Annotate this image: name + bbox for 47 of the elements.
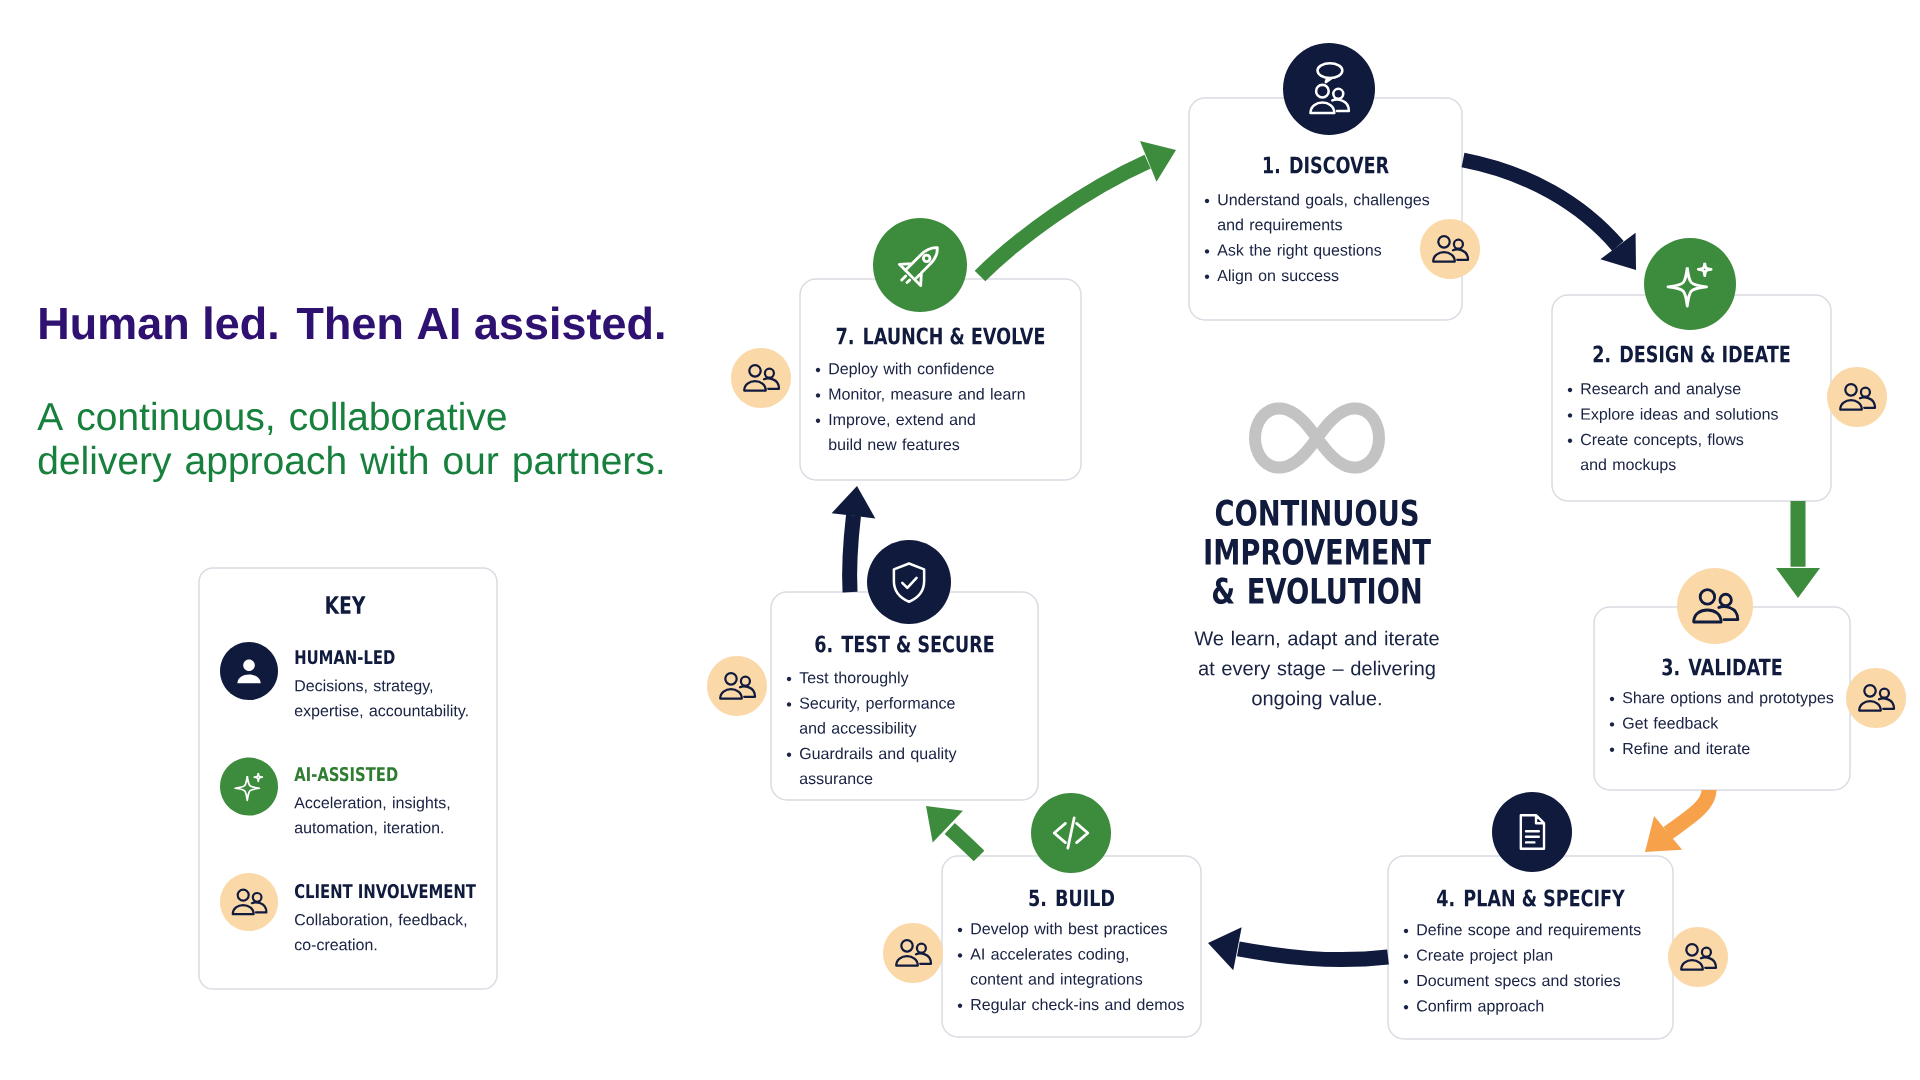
- bullet-text: Guardrails and quality assurance: [799, 747, 957, 785]
- center-text: We learn, adapt and iterate at every stage – delivering ongoing value.: [1194, 630, 1439, 710]
- bullet-text: Create concepts, flows and mockups: [1580, 433, 1744, 474]
- bullet-text: Understand goals, challenges and requirements: [1217, 193, 1430, 234]
- bullet-text: Align on success: [1217, 269, 1339, 285]
- stage-title: 3. VALIDATE: [1662, 658, 1782, 676]
- bullet-text: Create project plan: [1417, 949, 1553, 964]
- legend-label: AI-ASSISTED: [294, 766, 398, 782]
- bullet-text: Security, performance and accessibility: [799, 697, 955, 737]
- bullet-text: Refine and iterate: [1623, 742, 1750, 755]
- bullet-text: Get feedback: [1623, 717, 1719, 729]
- stage-title: 6. TEST & SECURE: [815, 635, 994, 653]
- arrow: [1208, 927, 1389, 971]
- arrow: [1776, 501, 1820, 598]
- arrow: [926, 806, 985, 862]
- legend-description: Decisions, strategy, expertise, accountability.: [294, 679, 468, 720]
- arrow: [1645, 789, 1717, 852]
- bullet-text: Test thoroughly: [799, 671, 909, 687]
- legend-description: Acceleration, insights, automation, iteration.: [294, 796, 450, 836]
- stage-title: 1. DISCOVER: [1263, 156, 1389, 174]
- legend-description: Collaboration, feedback, co-creation.: [294, 913, 467, 951]
- bullet-text: Research and analyse: [1581, 382, 1741, 398]
- stage-title: 7. LAUNCH & EVOLVE: [836, 327, 1045, 345]
- legend-title: KEY: [326, 596, 366, 614]
- center-heading: CONTINUOUS IMPROVEMENT & EVOLUTION: [1205, 499, 1431, 604]
- bullet-text: Explore ideas and solutions: [1581, 408, 1778, 423]
- arrow: [974, 140, 1176, 282]
- bullet-text: Confirm approach: [1417, 999, 1544, 1015]
- stage-title: 5. BUILD: [1029, 889, 1115, 907]
- stage-title: 4. PLAN & SPECIFY: [1437, 889, 1625, 907]
- page-title: Human led. Then AI assisted.: [40, 306, 664, 340]
- bullet-text: Develop with best practices: [971, 922, 1167, 938]
- bullet-text: Deploy with confidence: [829, 362, 994, 378]
- stage-title: 2. DESIGN & IDEATE: [1593, 345, 1790, 363]
- arrow: [1461, 152, 1636, 270]
- bullet-text: AI accelerates coding, content and integrations: [970, 948, 1143, 988]
- arrow: [831, 486, 876, 593]
- legend-label: CLIENT INVOLVEMENT: [294, 883, 476, 899]
- bullet-text: Define scope and requirements: [1417, 923, 1641, 939]
- legend-label: HUMAN-LED: [295, 650, 395, 665]
- bullet-text: Share options and prototypes: [1622, 691, 1834, 707]
- bullet-text: Regular check-ins and demos: [971, 998, 1184, 1014]
- bullet-text: Ask the right questions: [1217, 244, 1382, 259]
- bullet-text: Document specs and stories: [1417, 974, 1621, 990]
- bullet-text: Improve, extend and build new features: [829, 413, 975, 451]
- subtitle: A continuous, collaborative delivery approach with our partners.: [37, 401, 663, 483]
- bullet-text: Monitor, measure and learn: [829, 388, 1025, 402]
